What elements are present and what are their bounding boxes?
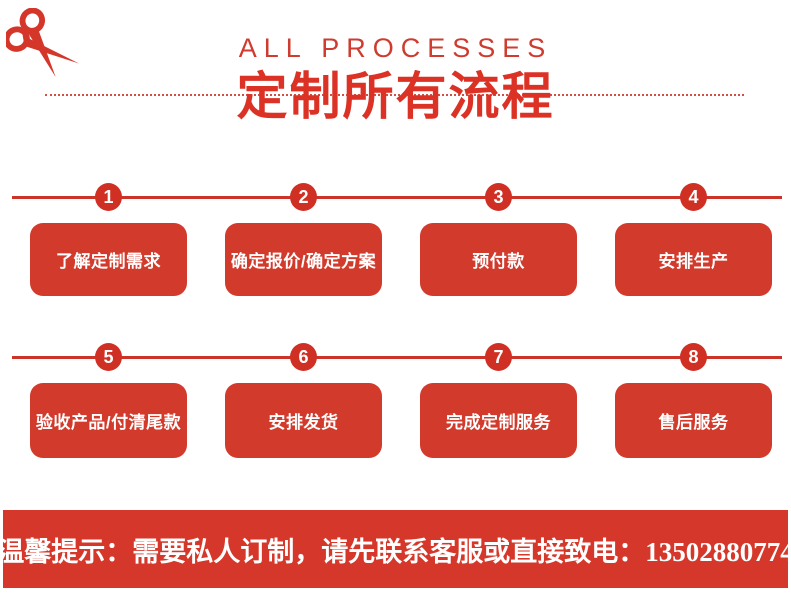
step-box-7: 完成定制服务 <box>420 383 577 458</box>
scissors-icon <box>6 8 80 78</box>
step-number-4: 4 <box>680 183 707 211</box>
step-number-3: 3 <box>485 183 512 211</box>
timeline-1: 1 2 3 4 <box>0 183 791 211</box>
step-box-3: 预付款 <box>420 223 577 296</box>
timeline-rail-2 <box>12 356 782 359</box>
notice-banner: 温馨提示：需要私人订制，请先联系客服或直接致电：13502880774 <box>0 510 791 588</box>
step-row-1: 1 2 3 4 了解定制需求 确定报价/确定方案 预付款 安排生产 <box>0 183 791 296</box>
step-number-7: 7 <box>485 343 512 371</box>
subtitle-english: ALL PROCESSES <box>238 33 553 63</box>
step-number-2: 2 <box>290 183 317 211</box>
step-number-6: 6 <box>290 343 317 371</box>
step-box-8: 售后服务 <box>615 383 772 458</box>
step-row-2: 5 6 7 8 验收产品/付清尾款 安排发货 完成定制服务 售后服务 <box>0 343 791 458</box>
timeline-2: 5 6 7 8 <box>0 343 791 371</box>
timeline-rail-1 <box>12 196 782 199</box>
step-box-1: 了解定制需求 <box>30 223 187 296</box>
step-box-2: 确定报价/确定方案 <box>225 223 382 296</box>
step-box-6: 安排发货 <box>225 383 382 458</box>
step-box-5: 验收产品/付清尾款 <box>30 383 187 458</box>
step-number-8: 8 <box>680 343 707 371</box>
step-box-4: 安排生产 <box>615 223 772 296</box>
notice-text: 温馨提示：需要私人订制，请先联系客服或直接致电：13502880774 <box>0 536 791 567</box>
step-number-1: 1 <box>95 183 122 211</box>
step-number-5: 5 <box>95 343 122 371</box>
page-title: 定制所有流程 <box>236 68 555 125</box>
title-dotted-line <box>45 94 744 96</box>
